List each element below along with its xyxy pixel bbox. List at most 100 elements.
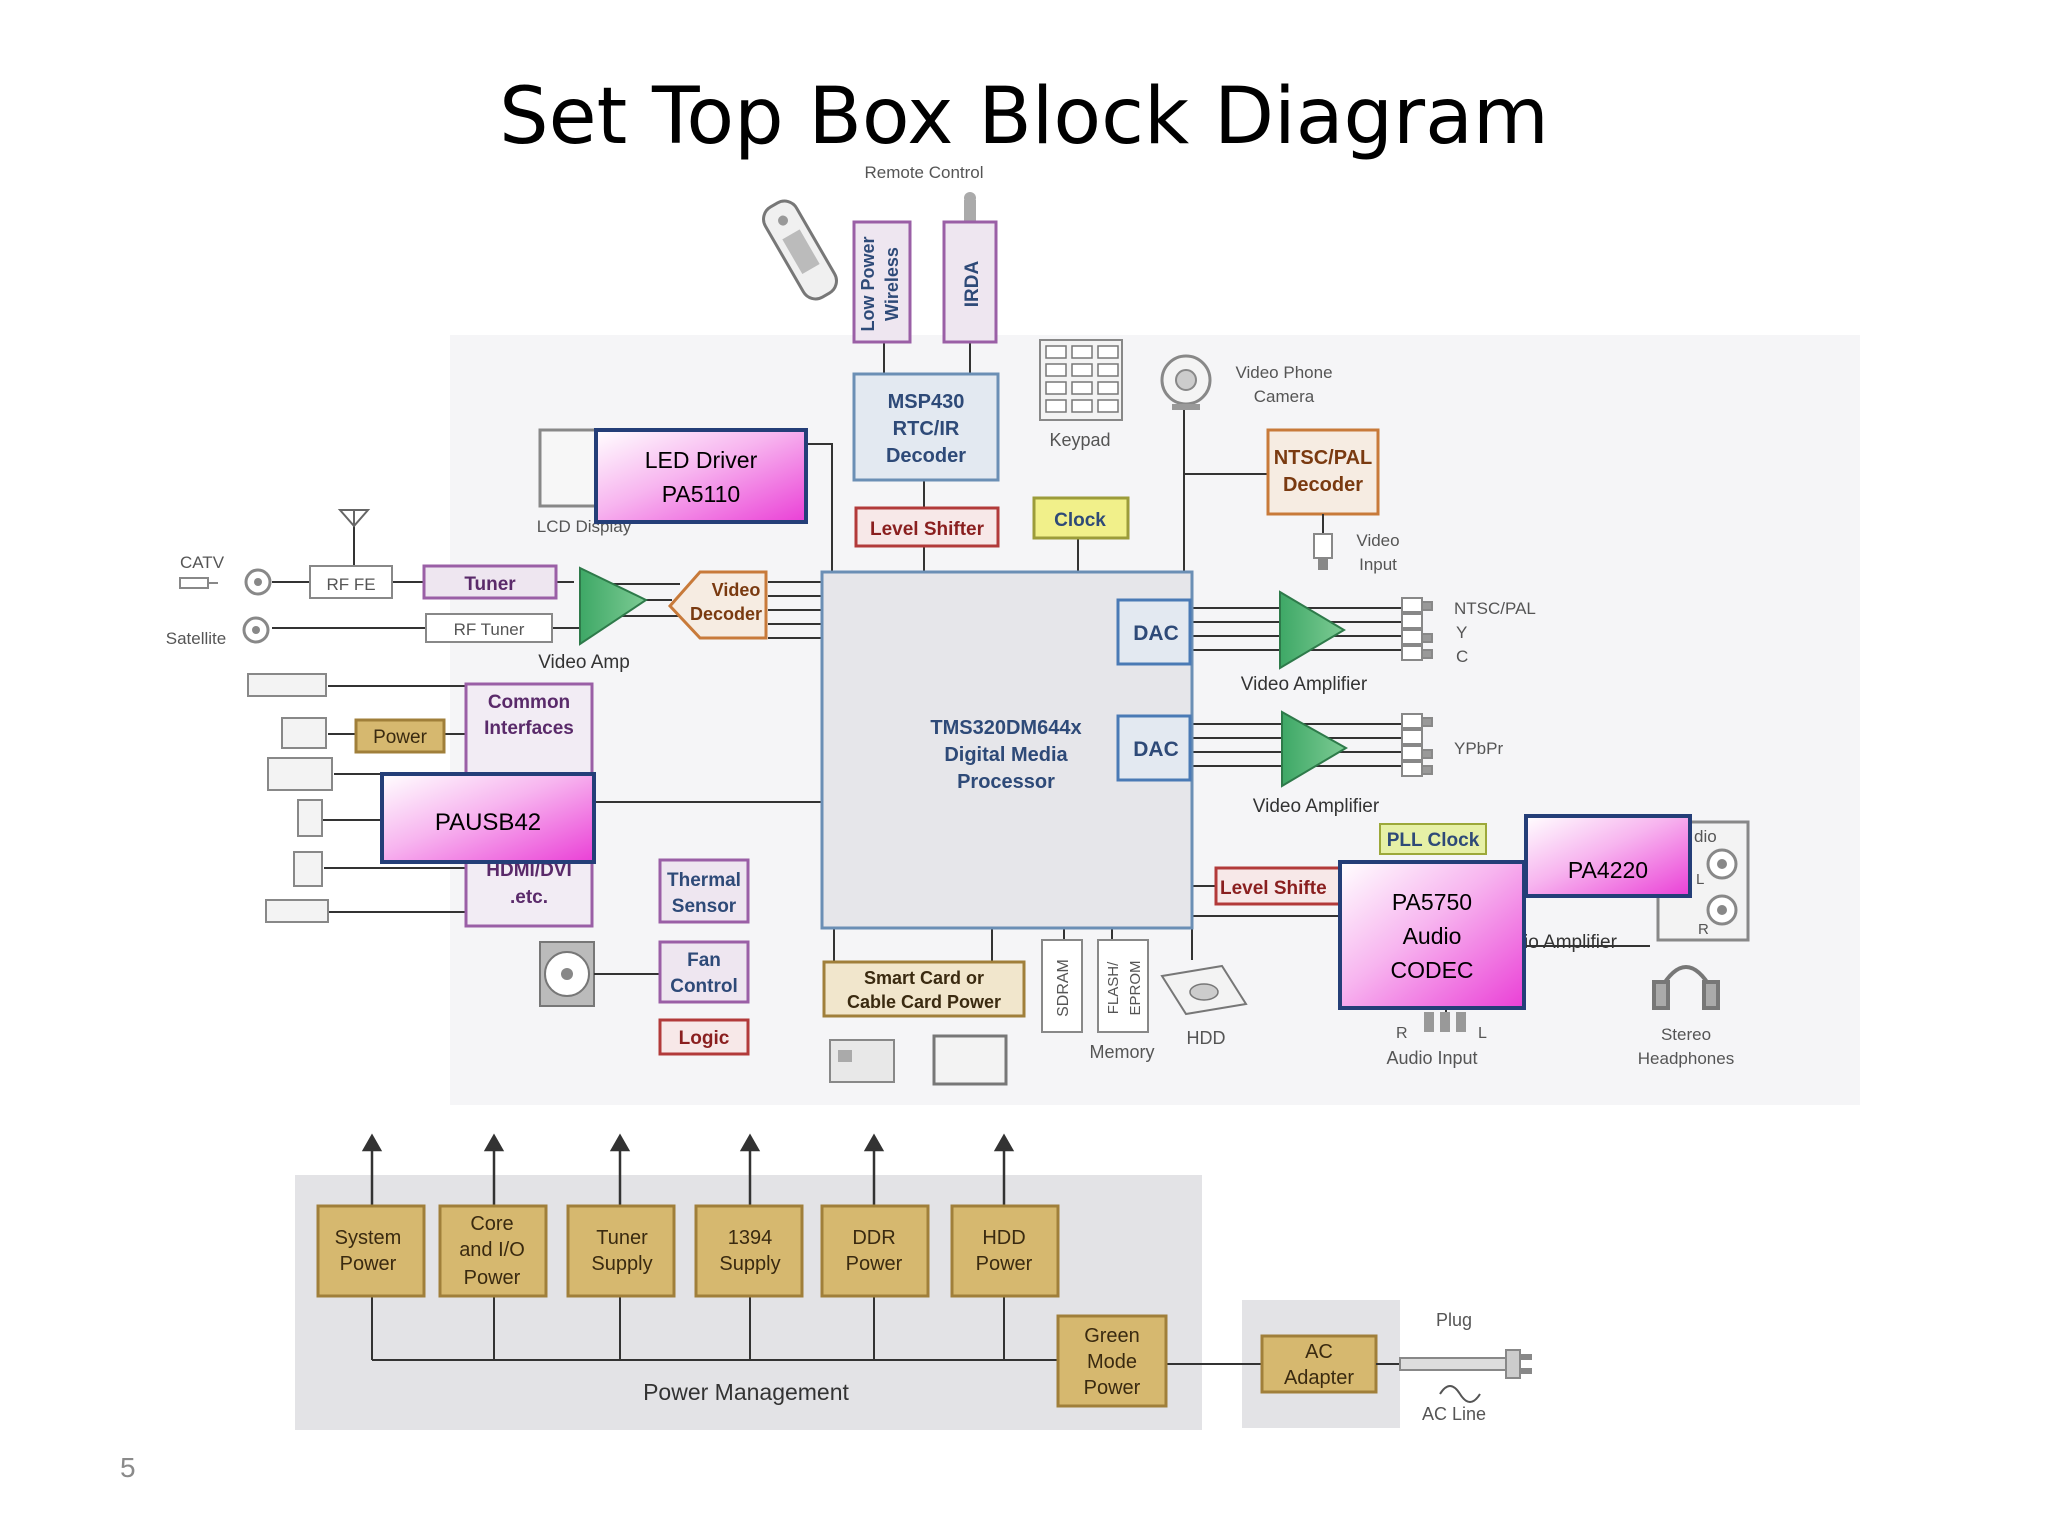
core-io-power-label-3: Power	[464, 1267, 521, 1289]
ypbpr-label: YPbPr	[1454, 739, 1503, 758]
video-decoder-block	[667, 570, 768, 640]
flash-block	[1097, 939, 1149, 1033]
audio-input-label: Audio Input	[1386, 1048, 1477, 1068]
pa4220-label: PA4220	[1568, 857, 1648, 883]
catv-label: CATV	[180, 553, 225, 572]
ac-adapter-block	[1260, 1334, 1378, 1394]
remote-control-label: Remote Control	[864, 163, 983, 182]
thermal-sensor-label-2: Sensor	[672, 896, 737, 917]
pausb42-label: PAUSB42	[435, 809, 541, 836]
smart-card-icon	[829, 1039, 895, 1083]
green-mode-power-block	[1056, 1314, 1168, 1408]
fan-icon	[539, 941, 595, 1007]
video-amplifier-1-label: Video Amplifier	[1241, 674, 1368, 695]
pa5750-label-1: PA5750	[1392, 889, 1472, 915]
video-amplifier-2-label: Video Amplifier	[1253, 796, 1380, 817]
processor-label-3: Processor	[957, 771, 1055, 793]
dac-label-2: DAC	[1133, 738, 1179, 761]
pll-clock-block	[1379, 823, 1487, 855]
system-power-block	[316, 1204, 426, 1298]
pa4220-block	[1524, 814, 1692, 898]
smart-card-block	[822, 960, 1026, 1018]
power-output-arrows	[361, 1133, 1015, 1206]
tuner-block	[422, 564, 558, 600]
ypbpr-output-connectors-icon	[1401, 713, 1433, 777]
hdmi-dvi-label-1: HDMI/DVI	[486, 860, 572, 881]
camera-icon	[1160, 354, 1212, 410]
msp430-label-3: Decoder	[886, 445, 966, 467]
video-amp-triangle	[579, 566, 649, 646]
audio-input-connectors-icon	[1424, 1012, 1466, 1032]
left-port-icons	[247, 673, 333, 923]
clock-block	[1032, 496, 1130, 540]
plug-label: Plug	[1436, 1310, 1472, 1330]
ac-wave-icon	[1439, 1385, 1481, 1403]
video-input-connector-icon	[1313, 533, 1333, 570]
flash-label-2: EPROM	[1127, 960, 1144, 1015]
ethernet-port-icon	[297, 799, 323, 837]
audio-r-label: R	[1698, 921, 1709, 938]
pll-clock-label: PLL Clock	[1387, 830, 1480, 851]
antenna-rf-icon	[337, 509, 371, 528]
clock-label: Clock	[1054, 510, 1106, 531]
dac-block-1	[1116, 598, 1192, 666]
ntsc-pal-decoder-label-1: NTSC/PAL	[1274, 447, 1373, 469]
ddr-power-label-2: Power	[846, 1253, 903, 1275]
audio-l-label: L	[1696, 871, 1704, 888]
video-input-label-1: Video	[1356, 531, 1399, 550]
supply-1394-block	[694, 1204, 804, 1298]
cable-card-icon	[932, 1034, 1008, 1086]
y-output-label: Y	[1456, 623, 1467, 642]
video-amplifier-2-triangle	[1281, 710, 1348, 788]
low-power-wireless-label-2: Wireless	[882, 247, 902, 321]
flash-label-1: FLASH/	[1105, 961, 1122, 1014]
core-io-power-label-2: and I/O	[459, 1239, 525, 1261]
usb-port-icon	[267, 757, 333, 791]
audio-partial-label: dio	[1694, 827, 1717, 846]
audio-input-r-label: R	[1396, 1025, 1408, 1042]
tuner-supply-label-2: Supply	[591, 1253, 652, 1275]
hdmi-port-icon	[265, 899, 329, 923]
tuner-supply-block	[566, 1204, 676, 1298]
green-mode-label-2: Mode	[1087, 1351, 1137, 1373]
level-shifter-top-block	[854, 506, 1000, 548]
power-management-label: Power Management	[643, 1379, 849, 1405]
common-interfaces-label-1: Common	[488, 692, 570, 713]
power-boxes	[316, 1204, 1168, 1408]
ntsc-pal-decoder-block	[1266, 428, 1380, 516]
processor-label-2: Digital Media	[944, 744, 1068, 766]
hdd-power-label-2: Power	[976, 1253, 1033, 1275]
fan-control-label-2: Control	[670, 976, 738, 997]
hdmi-dvi-label-2: .etc.	[510, 887, 548, 908]
rf-tuner-label: RF Tuner	[454, 620, 525, 639]
stereo-headphones-label-1: Stereo	[1661, 1025, 1711, 1044]
rj-port-icon	[293, 851, 323, 887]
low-power-wireless-block	[852, 220, 912, 344]
video-phone-camera-label-1: Video Phone	[1235, 363, 1332, 382]
green-mode-label-3: Power	[1084, 1377, 1141, 1399]
smart-card-label-2: Cable Card Power	[847, 992, 1001, 1012]
system-power-label-1: System	[335, 1227, 402, 1249]
pa5750-label-2: Audio	[1403, 923, 1462, 949]
fan-control-label-1: Fan	[687, 950, 721, 971]
led-driver-label-2: PA5110	[662, 481, 740, 507]
stereo-headphones-label-2: Headphones	[1638, 1049, 1734, 1068]
hdd-label: HDD	[1187, 1028, 1226, 1048]
led-driver-block	[594, 428, 808, 524]
core-io-power-label-1: Core	[470, 1213, 513, 1235]
display-port-icon	[281, 717, 327, 749]
power-small-block	[354, 718, 446, 754]
power-small-label: Power	[373, 727, 428, 748]
plug-icon	[1376, 1349, 1532, 1379]
page-number: 5	[120, 1452, 136, 1483]
pa5750-block	[1338, 860, 1526, 1010]
satellite-label: Satellite	[166, 629, 226, 648]
rf-fe-block	[309, 565, 393, 599]
remote-control-icon	[762, 199, 838, 301]
sdram-label: SDRAM	[1055, 959, 1072, 1017]
smart-card-label-1: Smart Card or	[864, 968, 984, 988]
common-interfaces-label-2: Interfaces	[484, 718, 574, 739]
pa5750-label-3: CODEC	[1390, 957, 1473, 983]
video-phone-camera-label-2: Camera	[1254, 387, 1315, 406]
